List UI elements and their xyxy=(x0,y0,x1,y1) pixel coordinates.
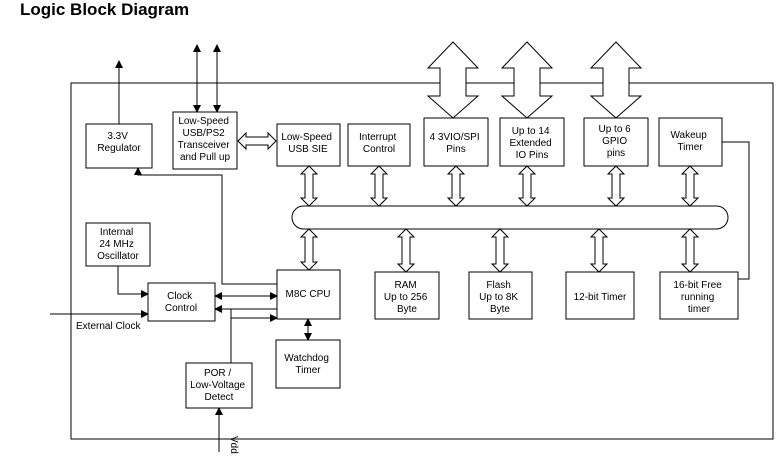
por-label: POR / Low-Voltage Detect xyxy=(190,368,248,403)
flash-block xyxy=(468,271,533,320)
clock-control-label: Clock Control xyxy=(165,291,197,314)
gpio-block xyxy=(583,117,649,167)
timer12-block xyxy=(565,271,635,320)
transceiver-sie-arrow xyxy=(237,131,277,151)
watchdog-block xyxy=(275,339,341,389)
spi-pins-label: 4 3VIO/SPI Pins xyxy=(430,132,483,155)
cpu-block xyxy=(276,269,341,320)
internal-bus xyxy=(291,205,729,230)
regulator-block xyxy=(85,123,153,169)
bus-connectors xyxy=(299,165,700,273)
wakeup-block xyxy=(658,117,723,167)
oscillator-block xyxy=(85,222,151,267)
usb-sie-block xyxy=(276,123,341,167)
usb-sie-label: Low-Speed USB SIE xyxy=(281,132,334,155)
gpio-io-arrow xyxy=(589,41,643,119)
extended-io-block xyxy=(499,117,565,167)
chip-boundary xyxy=(70,82,774,440)
clock-control-block xyxy=(147,282,216,322)
vdd-label: Vdd xyxy=(228,436,239,454)
transceiver-block xyxy=(172,111,238,170)
interrupt-block xyxy=(347,123,411,167)
cpu-label: M8C CPU xyxy=(285,289,330,300)
external-clock-label: External Clock xyxy=(76,321,141,332)
transceiver-label: Low-Speed USB/PS2 Transceiver and Pull u… xyxy=(178,116,233,163)
regulator-label: 3.3V Regulator xyxy=(97,131,141,154)
oscillator-clock-line xyxy=(117,266,149,298)
cpu-regulator-line xyxy=(134,167,278,285)
timer16-label: 16-bit Free running timer xyxy=(673,280,724,315)
extended-io-label: Up to 14 Extended IO Pins xyxy=(509,126,554,161)
extended-io-arrow xyxy=(500,41,554,119)
interrupt-label: Interrupt Control xyxy=(359,132,399,155)
spi-pins-block xyxy=(423,117,489,167)
ram-block xyxy=(374,271,440,320)
page-title: Logic Block Diagram xyxy=(20,0,190,19)
gpio-label: Up to 6 GPIO pins xyxy=(598,124,633,159)
wakeup-label: Wakeup Timer xyxy=(670,130,709,153)
por-block xyxy=(185,362,253,409)
timer16-block xyxy=(659,271,739,320)
wakeup-loop-line xyxy=(722,141,750,280)
flash-label: Flash Up to 8K Byte xyxy=(479,280,521,315)
watchdog-label: Watchdog Timer xyxy=(284,353,331,376)
ram-label: RAM Up to 256 Byte xyxy=(384,280,430,315)
spi-pins-io-arrow xyxy=(426,41,480,119)
oscillator-label: Internal 24 MHz Oscillator xyxy=(97,227,139,262)
timer12-label: 12-bit Timer xyxy=(574,292,627,303)
